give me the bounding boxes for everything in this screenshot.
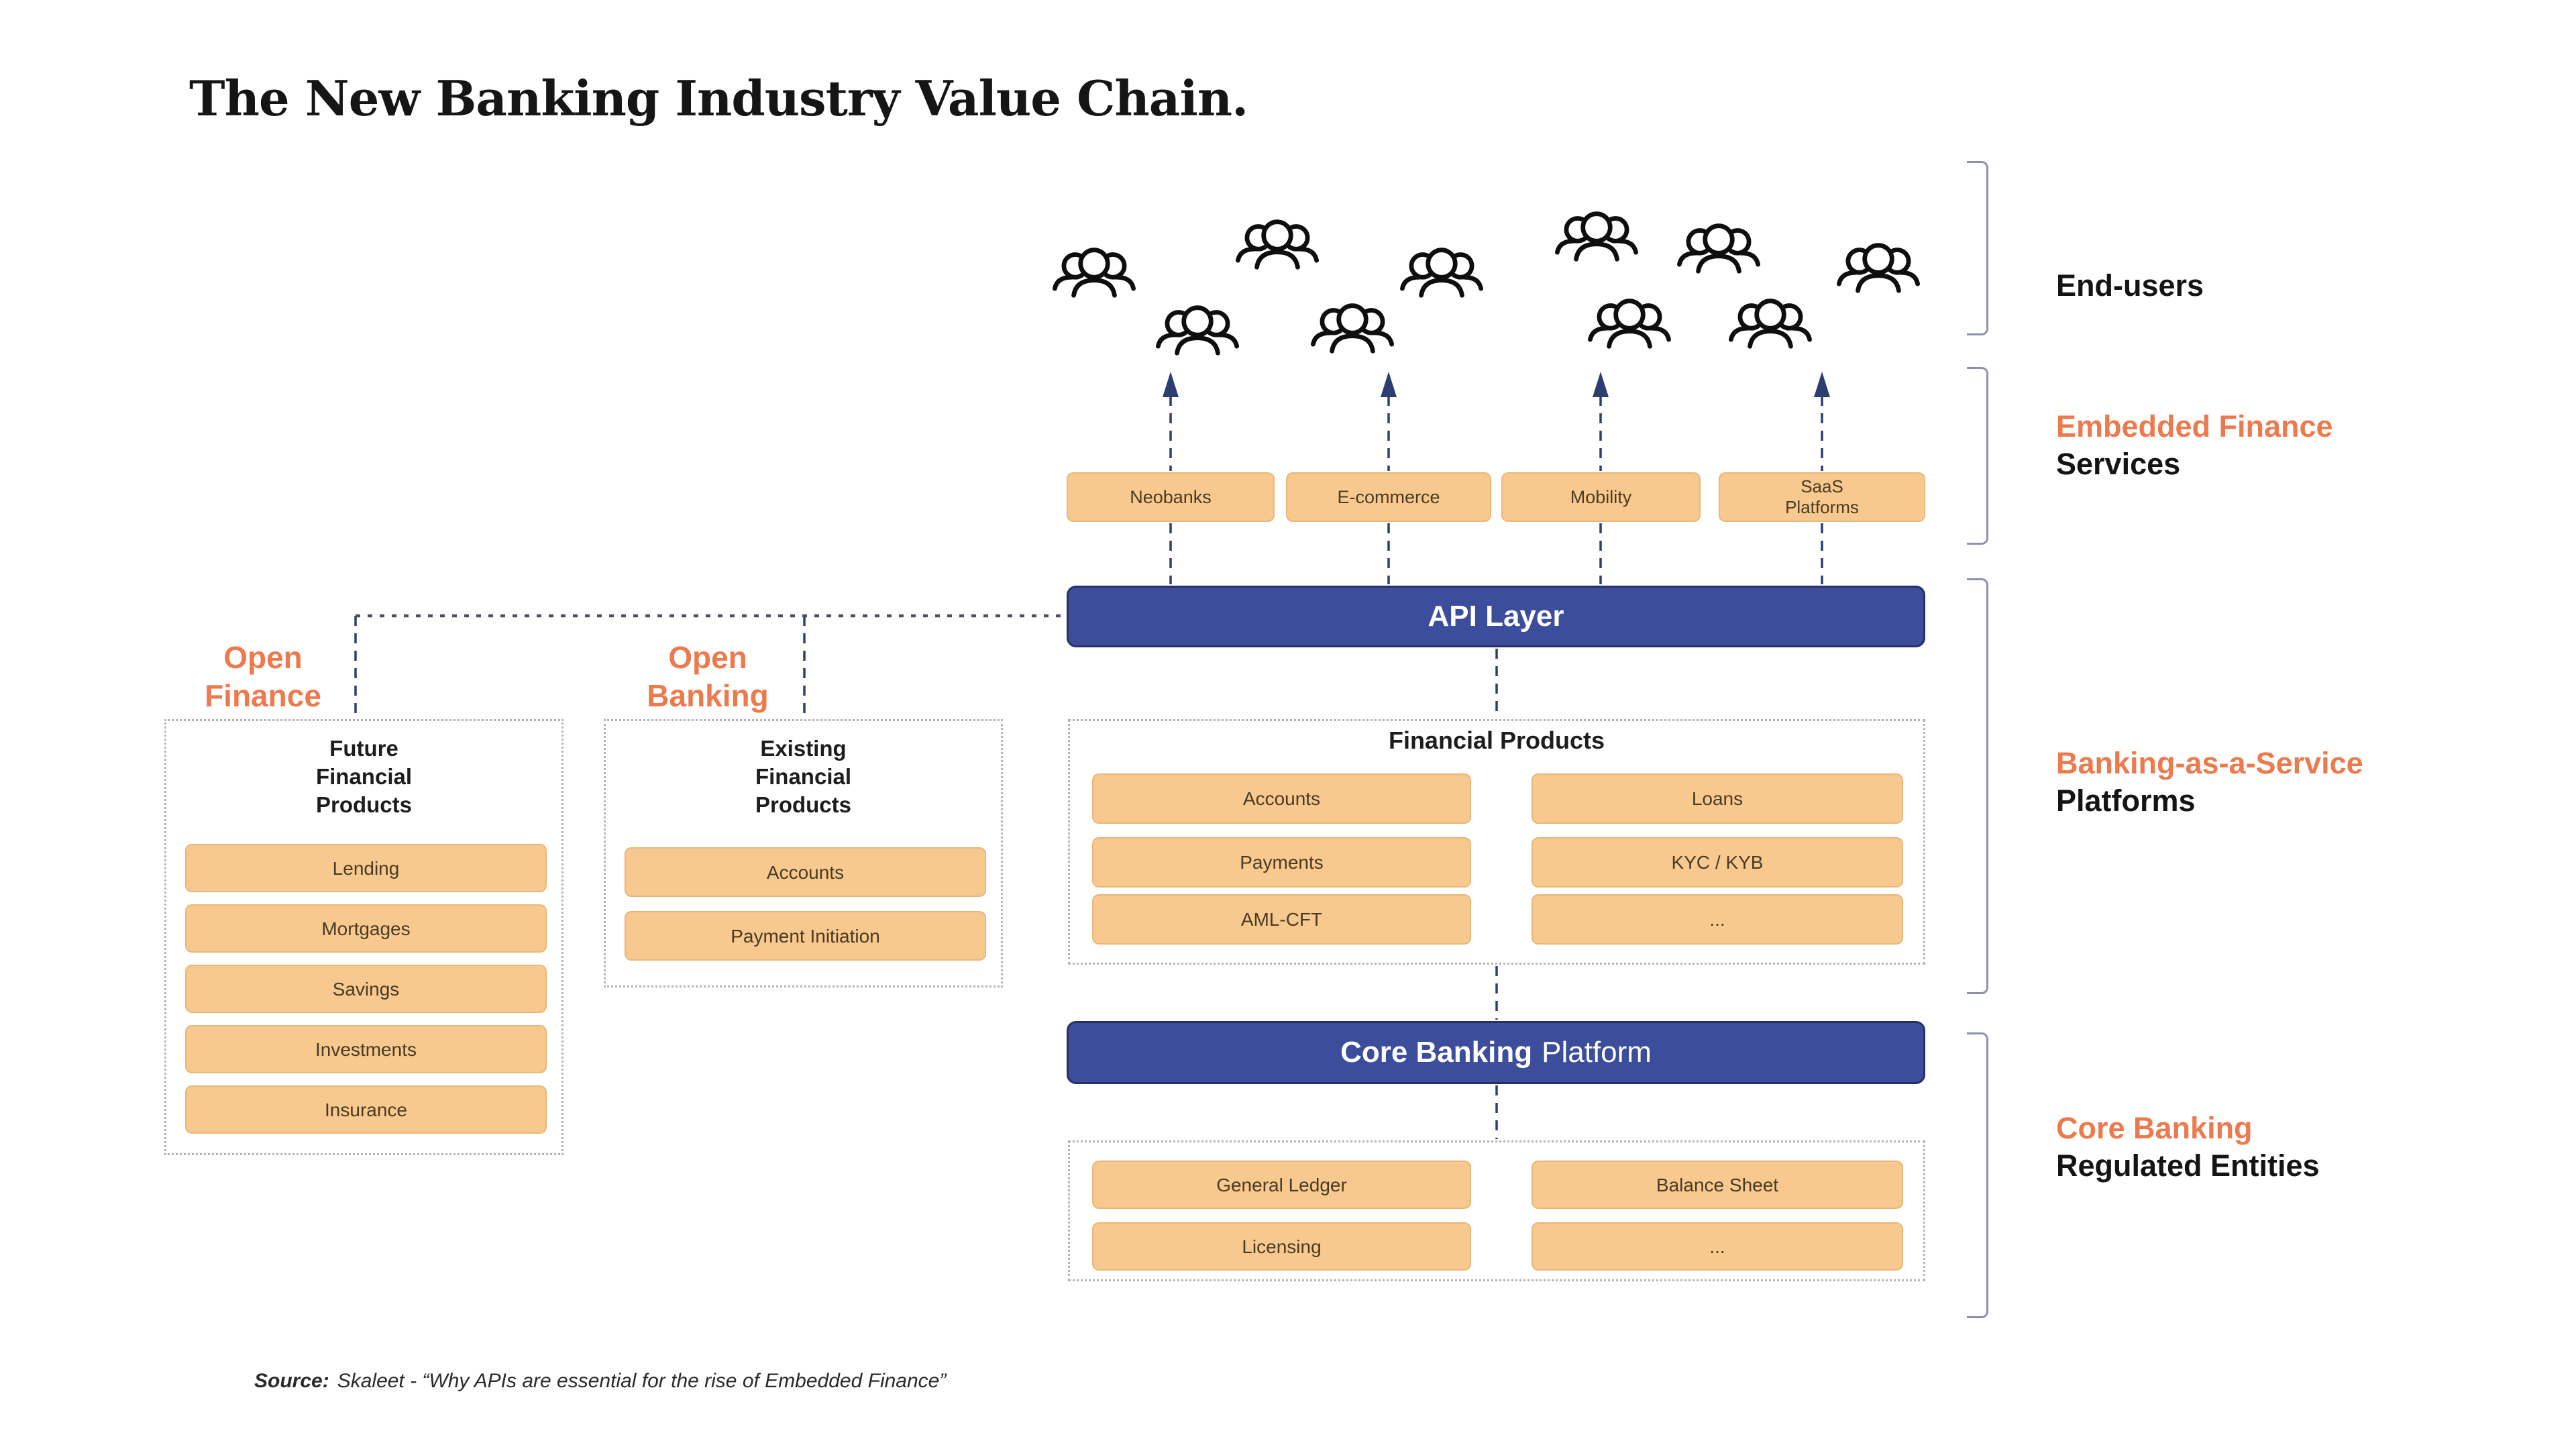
- core-banking-accent: Core Banking: [2056, 1111, 2253, 1145]
- core-banking-platform-bold: Core Banking: [1340, 1036, 1533, 1069]
- product-box-balance-sheet: Balance Sheet: [1532, 1161, 1903, 1209]
- existing-financial-products-box: Existing Financial Products Accounts Pay…: [604, 719, 1003, 987]
- bracket-core-banking: [1967, 1032, 1988, 1318]
- product-box-payment-initiation: Payment Initiation: [625, 911, 986, 961]
- bracket-embedded-finance: [1967, 367, 1988, 545]
- people-group-icon: [1236, 212, 1319, 271]
- bracket-end-users: [1967, 161, 1988, 335]
- product-box-lending: Lending: [185, 844, 547, 892]
- people-group-icon: [1156, 298, 1239, 357]
- baas-rest: Platforms: [2056, 784, 2196, 818]
- bracket-baas: [1967, 578, 1988, 994]
- existing-financial-products-title: Existing Financial Products: [755, 736, 852, 817]
- people-group-icon: [1311, 296, 1394, 355]
- source-text: Skaleet - “Why APIs are essential for th…: [337, 1370, 947, 1392]
- financial-products-box: Financial Products Accounts Payments AML…: [1068, 719, 1925, 965]
- embedded-finance-rest: Services: [2056, 447, 2181, 481]
- product-box-kyc-kyb: KYC / KYB: [1532, 837, 1903, 888]
- people-group-icon: [1837, 235, 1920, 294]
- arrowheads: [1163, 372, 1830, 397]
- product-box-accounts: Accounts: [625, 847, 986, 897]
- arrowhead-ecommerce: [1381, 372, 1397, 397]
- future-financial-products-box: Future Financial Products Lending Mortga…: [164, 719, 564, 1155]
- product-box-savings: Savings: [185, 965, 547, 1013]
- product-box-payments: Payments: [1092, 837, 1471, 888]
- people-group-icon: [1053, 240, 1136, 299]
- people-group-icon: [1555, 204, 1638, 263]
- open-finance-label: Open Finance: [205, 640, 321, 713]
- api-layer-label: API Layer: [1428, 600, 1564, 633]
- product-box-licensing: Licensing: [1092, 1222, 1471, 1271]
- product-box-more-core: ...: [1532, 1222, 1903, 1271]
- core-banking-items-box: General Ledger Licensing Balance Sheet .…: [1068, 1140, 1925, 1281]
- core-banking-platform-bar: Core Banking Platform: [1067, 1021, 1925, 1084]
- core-banking-platform-rest: Platform: [1542, 1036, 1652, 1069]
- product-box-more: ...: [1532, 894, 1903, 945]
- arrowhead-mobility: [1593, 372, 1609, 397]
- api-layer-bar: API Layer: [1067, 586, 1925, 647]
- service-box-ecommerce: E-commerce: [1286, 472, 1491, 522]
- core-banking-label: Core Banking Regulated Entities: [2056, 1110, 2320, 1185]
- service-box-neobanks: Neobanks: [1067, 472, 1275, 522]
- product-box-aml-cft: AML-CFT: [1092, 894, 1471, 945]
- product-box-loans: Loans: [1532, 773, 1903, 824]
- product-box-general-ledger: General Ledger: [1092, 1161, 1471, 1209]
- service-box-saas-platforms: SaaS Platforms: [1719, 472, 1925, 522]
- service-box-mobility: Mobility: [1501, 472, 1701, 522]
- product-box-mortgages: Mortgages: [185, 904, 547, 953]
- arrowhead-neobanks: [1163, 372, 1179, 397]
- product-box-investments: Investments: [185, 1025, 547, 1073]
- end-users-label: End-users: [2056, 267, 2204, 305]
- financial-products-title: Financial Products: [1388, 727, 1605, 754]
- open-banking-label: Open Banking: [647, 640, 769, 713]
- embedded-finance-accent: Embedded Finance: [2056, 409, 2333, 443]
- baas-accent: Banking-as-a-Service: [2056, 746, 2363, 780]
- baas-label: Banking-as-a-Service Platforms: [2056, 745, 2363, 820]
- people-group-icon: [1588, 291, 1671, 350]
- source-prefix: Source:: [254, 1370, 329, 1392]
- page-title: The New Banking Industry Value Chain.: [189, 70, 1248, 127]
- embedded-finance-label: Embedded Finance Services: [2056, 408, 2333, 483]
- product-box-accounts-baas: Accounts: [1092, 773, 1471, 824]
- source-line: Source: Skaleet - “Why APIs are essential…: [254, 1370, 946, 1393]
- future-financial-products-title: Future Financial Products: [315, 736, 413, 817]
- people-group-icon: [1729, 291, 1812, 350]
- arrowhead-saas: [1814, 372, 1830, 397]
- people-group-icon: [1677, 216, 1760, 275]
- product-box-insurance: Insurance: [185, 1085, 547, 1134]
- end-users-text: End-users: [2056, 268, 2204, 303]
- core-banking-rest: Regulated Entities: [2056, 1148, 2320, 1183]
- people-group-icon: [1400, 240, 1483, 299]
